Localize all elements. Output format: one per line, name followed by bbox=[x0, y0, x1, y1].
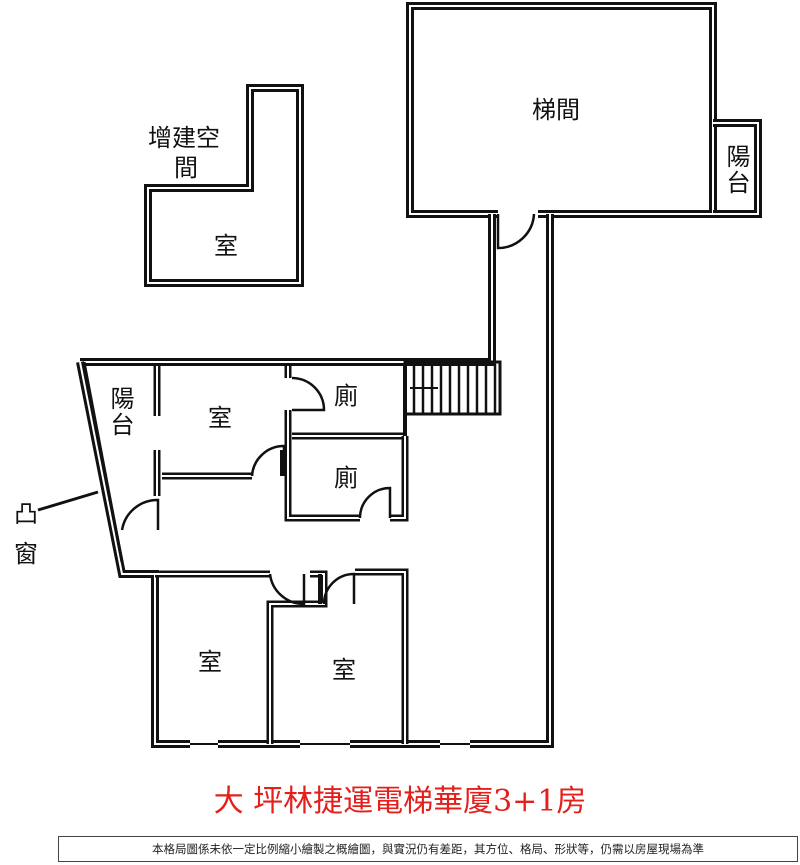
label-balcony-left: 陽台 bbox=[106, 386, 134, 438]
label-bay-window: 窗 bbox=[14, 540, 38, 568]
bay-window-inner-wall bbox=[82, 361, 124, 563]
stair-treads bbox=[412, 362, 497, 414]
label-added-space-1: 增建空 bbox=[148, 124, 220, 152]
door-toilet-upper bbox=[291, 376, 326, 412]
label-added-space-2: 間 bbox=[174, 154, 198, 182]
label-stair-room: 梯間 bbox=[532, 96, 580, 124]
listing-title: 大 坪林捷運電梯華廈3+1房 bbox=[213, 784, 587, 819]
label-room-lower-right: 室 bbox=[332, 656, 356, 684]
floor-plan bbox=[37, 2, 762, 748]
lower-room-right-wall bbox=[355, 568, 409, 744]
label-balcony-right: 陽台 bbox=[722, 144, 750, 196]
staircase bbox=[403, 360, 502, 416]
door-toilet-lower bbox=[358, 486, 392, 519]
door-balcony bbox=[120, 498, 160, 531]
main-outer-west-wall bbox=[76, 361, 190, 748]
bay-window-leader bbox=[37, 490, 99, 512]
label-room-lower-left: 室 bbox=[198, 648, 222, 676]
disclaimer-box: 本格局圖係未依一定比例縮小繪製之概繪圖，與實況仍有差距，其方位、格局、形狀等，仍… bbox=[58, 836, 798, 862]
corridor-right-wall bbox=[470, 214, 554, 748]
label-toilet-upper: 廁 bbox=[334, 382, 358, 410]
door-lower-right bbox=[322, 572, 356, 605]
label-room-upper: 室 bbox=[208, 404, 232, 432]
corridor-left-wall bbox=[80, 214, 496, 366]
bay-window-icon: 凸 bbox=[14, 500, 38, 528]
door-stair-room bbox=[496, 213, 536, 250]
label-added-room: 室 bbox=[214, 232, 238, 260]
lower-room-partition bbox=[266, 570, 328, 744]
door-upper-room bbox=[250, 444, 286, 477]
label-toilet-lower: 廁 bbox=[334, 464, 358, 492]
door-lower-left bbox=[268, 573, 306, 606]
